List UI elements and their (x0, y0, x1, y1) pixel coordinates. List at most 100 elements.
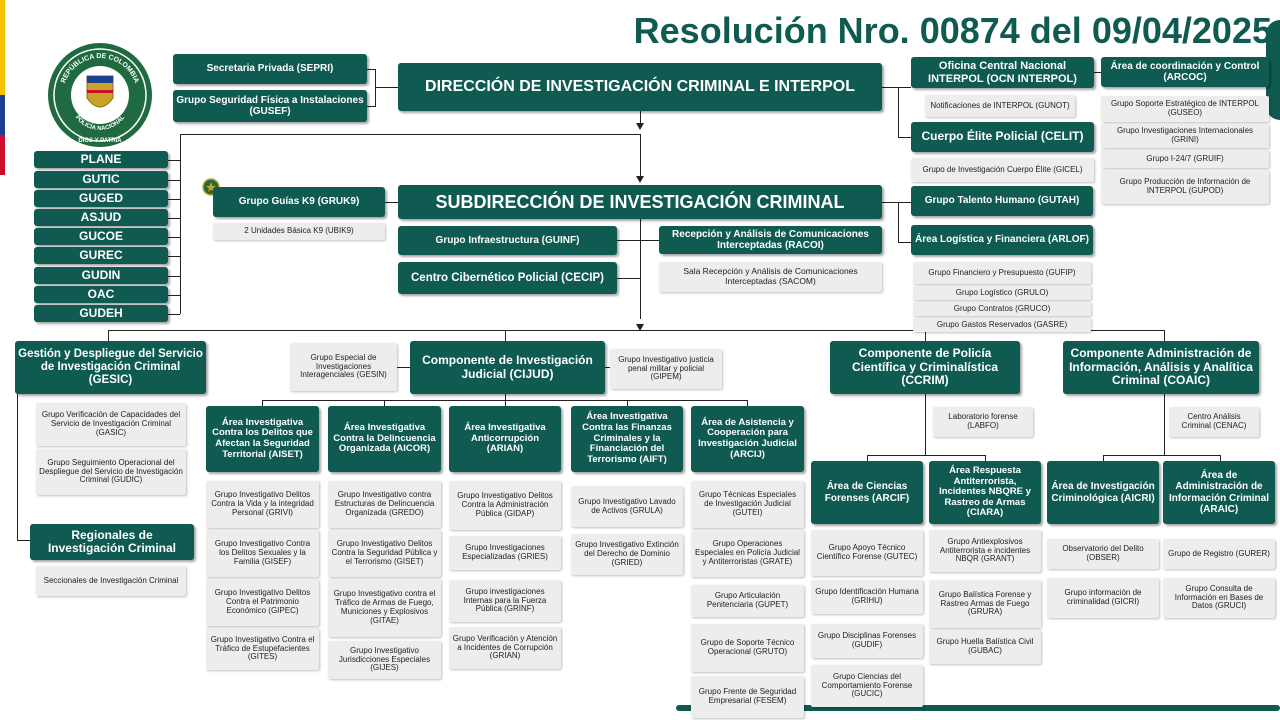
unit-ocn: Oficina Central Nacional INTERPOL (OCN I… (911, 57, 1094, 88)
unit-grivi: Grupo Investigativo Delitos Contra la Vi… (206, 481, 319, 528)
connector-line (898, 87, 899, 137)
unit-seccionales: Seccionales de Investigación Criminal (36, 566, 186, 596)
connector-line (168, 295, 180, 296)
unit-labfo: Laboratorio forense (LABFO) (933, 407, 1033, 437)
unit-gitae: Grupo Investigativo contra el Tráfico de… (328, 579, 441, 637)
unit-gasre: Grupo Gastos Reservados (GASRE) (913, 318, 1091, 332)
connector-line (1220, 455, 1221, 461)
unit-gasic: Grupo Verificación de Capacidades del Se… (36, 403, 186, 446)
connector-line (640, 219, 641, 319)
connector-line (375, 69, 376, 107)
unit-gubac: Grupo Huella Balística Civil (GUBAC) (929, 630, 1041, 664)
connector-line (385, 202, 398, 203)
unit-gutic: GUTIC (34, 171, 168, 188)
connector-line (505, 330, 506, 341)
unit-subdireccion: SUBDIRECCIÓN DE INVESTIGACIÓN CRIMINAL (398, 185, 882, 219)
unit-gupet: Grupo Articulación Penitenciaria (GUPET) (691, 585, 804, 617)
flag-stripe-yellow (0, 0, 5, 95)
connector-line (367, 106, 375, 107)
unit-cijud: Componente de Investigación Judicial (CI… (410, 341, 605, 394)
unit-ubik9: 2 Unidades Básica K9 (UBIK9) (213, 223, 385, 240)
unit-cenac: Centro Análisis Criminal (CENAC) (1169, 407, 1259, 437)
unit-celit: Cuerpo Élite Policial (CELIT) (911, 122, 1094, 152)
connector-line (367, 69, 375, 70)
unit-gesic: Gestión y Despliegue del Servicio de Inv… (15, 341, 206, 394)
connector-line (882, 87, 911, 88)
connector-line (617, 240, 659, 241)
connector-line (108, 330, 109, 341)
unit-guseo: Grupo Soporte Estratégico de INTERPOL (G… (1101, 96, 1269, 122)
connector-line (1103, 455, 1104, 461)
unit-grihu: Grupo Identificación Humana (GRIHU) (811, 580, 923, 614)
unit-gesin: Grupo Especial de Investigaciones Intera… (290, 343, 397, 391)
arrowhead-icon (636, 324, 644, 331)
unit-sepri: Secretaria Privada (SEPRI) (173, 54, 367, 84)
unit-gurec: GUREC (34, 247, 168, 264)
unit-fesem: Grupo Frente de Seguridad Empresarial (F… (691, 676, 804, 718)
unit-gijes: Grupo Investigativo Jurisdicciones Espec… (328, 641, 441, 679)
connector-line (384, 400, 385, 406)
connector-line (627, 400, 628, 406)
flag-stripe-red (0, 135, 5, 175)
unit-gruk9: Grupo Guías K9 (GRUK9) (213, 187, 385, 217)
connector-line (898, 137, 911, 138)
unit-gupod: Grupo Producción de Información de INTER… (1101, 170, 1269, 204)
unit-gipem: Grupo Investigativo justicia penal milit… (610, 349, 722, 389)
unit-gudin: GUDIN (34, 267, 168, 284)
unit-gurer: Grupo de Registro (GURER) (1163, 539, 1275, 569)
unit-guinf: Grupo Infraestructura (GUINF) (398, 226, 617, 255)
flag-stripe-blue (0, 95, 5, 135)
unit-gucic: Grupo Ciencias del Comportamiento Forens… (811, 665, 923, 707)
unit-racoi: Recepción y Análisis de Comunicaciones I… (659, 226, 882, 254)
unit-gusef: Grupo Seguridad Física a Instalaciones (… (173, 90, 367, 122)
unit-gisef: Grupo Investigativo Contra los Delitos S… (206, 530, 319, 577)
corner-decoration (1266, 20, 1280, 120)
unit-sacom: Sala Recepción y Análisis de Comunicacio… (659, 262, 882, 292)
connector-line (925, 330, 926, 341)
unit-arlof: Área Logística y Financiera (ARLOF) (911, 225, 1093, 255)
unit-grinf: Grupo investigaciones Internas para la F… (449, 580, 561, 622)
connector-line (505, 400, 506, 406)
connector-line (640, 111, 641, 123)
unit-grate: Grupo Operaciones Especiales en Policía … (691, 530, 804, 577)
unit-guged: GUGED (34, 190, 168, 207)
page-title: Resolución Nro. 00874 del 09/04/2025 (633, 10, 1272, 51)
unit-grura: Grupo Balística Forense y Rastreo Armas … (929, 580, 1041, 628)
unit-gufip: Grupo Financiero y Presupuesto (GUFIP) (913, 262, 1091, 284)
unit-grula: Grupo Investigativo Lavado de Activos (G… (571, 486, 683, 527)
unit-gicri: Grupo información de criminalidad (GICRI… (1047, 578, 1159, 618)
unit-gutec: Grupo Apoyo Técnico Científico Forense (… (811, 530, 923, 576)
unit-grian: Grupo Verificación y Atención a Incident… (449, 627, 561, 669)
connector-line (168, 237, 180, 238)
unit-gruco: Grupo Contratos (GRUCO) (913, 302, 1091, 316)
unit-grulo: Grupo Logístico (GRULO) (913, 286, 1091, 300)
unit-aiset: Área Investigativa Contra los Delitos qu… (206, 406, 319, 472)
connector-line (617, 278, 640, 279)
connector-line (168, 180, 180, 181)
connector-line (898, 242, 911, 243)
unit-aift: Área Investigativa Contra las Finanzas C… (571, 406, 683, 472)
unit-obser: Observatorio del Delito (OBSER) (1047, 539, 1159, 569)
unit-giset: Grupo Investigativo Delitos Contra la Se… (328, 530, 441, 577)
unit-gruci: Grupo Consulta de Información en Bases d… (1163, 578, 1275, 618)
unit-gunot: Notificaciones de INTERPOL (GUNOT) (925, 95, 1075, 117)
connector-line (168, 276, 180, 277)
connector-line (1164, 330, 1165, 341)
unit-gudic: Grupo Seguimiento Operacional del Despli… (36, 449, 186, 495)
unit-arcif: Área de Ciencias Forenses (ARCIF) (811, 461, 923, 524)
connector-line (867, 455, 868, 461)
unit-ccrim: Componente de Policía Científica y Crimi… (830, 341, 1020, 394)
unit-coaic: Componente Administración de Información… (1063, 341, 1259, 394)
connector-line (898, 202, 899, 242)
connector-line (397, 367, 410, 368)
unit-gudeh: GUDEH (34, 305, 168, 322)
unit-gites: Grupo Investigativo Contra el Tráfico de… (206, 628, 319, 670)
unit-grini: Grupo Investigaciones Internacionales (G… (1101, 124, 1269, 148)
unit-oac: OAC (34, 286, 168, 303)
connector-line (640, 134, 641, 176)
unit-regionales: Regionales de Investigación Criminal (30, 524, 194, 560)
unit-asjud: ASJUD (34, 209, 168, 226)
connector-line (605, 367, 610, 368)
unit-aicri: Área de Investigación Criminológica (AIC… (1047, 461, 1159, 524)
